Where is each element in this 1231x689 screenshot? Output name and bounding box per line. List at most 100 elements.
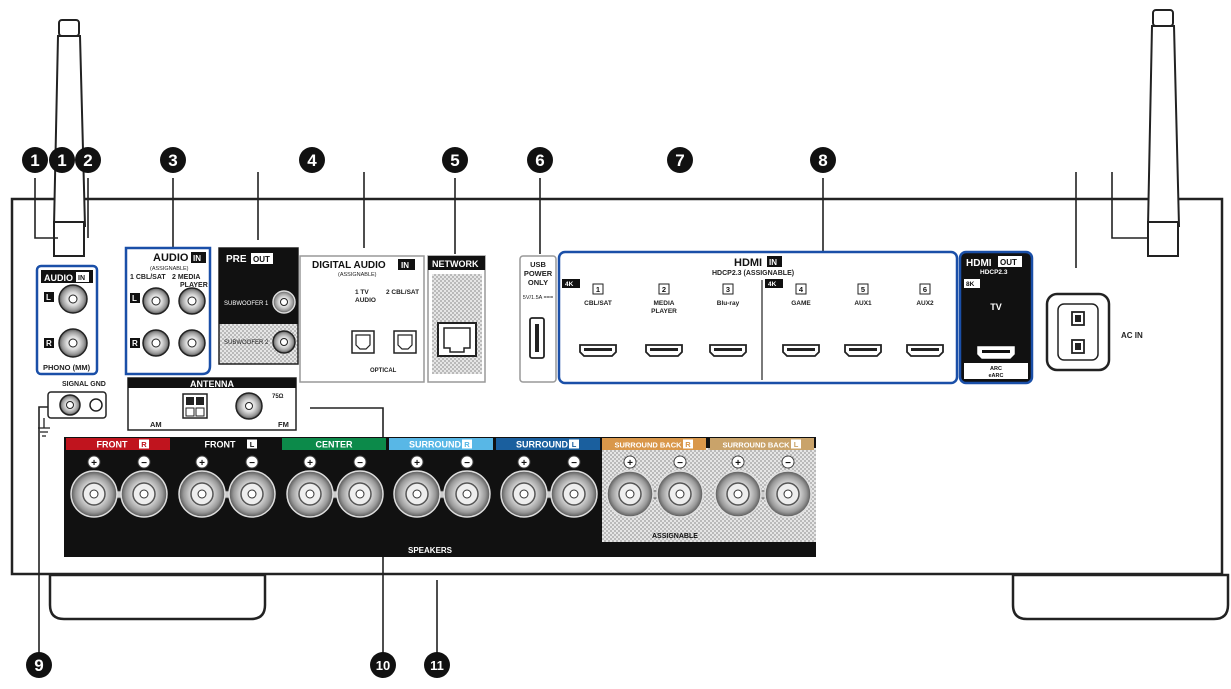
hdmi-out-port <box>977 346 1015 359</box>
speaker-side: R <box>464 440 470 449</box>
svg-text:(ASSIGNABLE): (ASSIGNABLE) <box>338 272 377 278</box>
callout-9: 9 <box>26 652 52 678</box>
svg-text:4: 4 <box>307 151 317 170</box>
assignable-label: ASSIGNABLE <box>652 533 698 540</box>
svg-text:5V/1.5A ===: 5V/1.5A === <box>523 295 553 301</box>
hdmi-in-number-box <box>795 283 807 295</box>
hdmi-in-number: 6 <box>923 285 927 294</box>
svg-text:2: 2 <box>83 151 92 170</box>
optical-port-1 <box>351 330 375 354</box>
svg-text:2 CBL/SAT: 2 CBL/SAT <box>386 289 419 296</box>
usb-section: USB POWER ONLY 5V/1.5A === <box>519 255 557 383</box>
callout-7: 7 <box>667 147 693 173</box>
hdmi-in-number: 2 <box>662 285 666 294</box>
polarity-plus-badge <box>410 455 424 469</box>
hdmi-in-name: CBL/SAT <box>584 300 612 307</box>
binding-post-hole <box>519 489 529 499</box>
binding-post-hole <box>139 489 149 499</box>
leader-lines <box>34 172 1148 653</box>
polarity-plus: + <box>627 458 633 469</box>
hdmi-in-number: 1 <box>596 285 600 294</box>
hdmi-input-section: HDMI IN HDCP2.3 (ASSIGNABLE) 4K 4K 1CBL/… <box>557 250 959 385</box>
svg-text:11: 11 <box>430 658 444 673</box>
svg-text:HDMI: HDMI <box>966 258 992 269</box>
usb-port <box>529 317 545 359</box>
speaker-name: SURROUND BACK <box>614 441 682 450</box>
hdmi-in-name: MEDIA <box>654 300 675 307</box>
speaker-name: SURROUND <box>516 440 569 450</box>
polarity-plus-badge <box>731 455 745 469</box>
callout-5: 5 <box>442 147 468 173</box>
callout-11: 11 <box>424 652 450 678</box>
speaker-header-bar <box>710 438 814 450</box>
speaker-name: SURROUND <box>409 440 462 450</box>
svg-text:IN: IN <box>769 258 777 267</box>
polarity-plus: + <box>735 458 741 469</box>
hdmi-in-name: Blu-ray <box>717 300 740 307</box>
hdmi-connector-pins <box>714 348 742 351</box>
speaker-side-box <box>683 439 693 449</box>
svg-text:4K: 4K <box>565 281 574 288</box>
svg-text:IN: IN <box>78 275 85 282</box>
hdmi-in-number: 5 <box>861 285 865 294</box>
binding-post-hole <box>197 489 207 499</box>
svg-text:9: 9 <box>34 656 43 675</box>
binding-post-hole <box>625 489 635 499</box>
svg-text:6: 6 <box>535 151 544 170</box>
hdmi-in-number-box <box>919 283 931 295</box>
callout-2: 2 <box>75 147 101 173</box>
svg-text:AUDIO: AUDIO <box>355 297 376 304</box>
binding-post-hole <box>305 489 315 499</box>
binding-post-hole <box>675 489 685 499</box>
speaker-side-box <box>247 439 257 449</box>
polarity-minus: − <box>464 458 470 469</box>
hdmi-in-number: 4 <box>799 285 804 294</box>
hdmi-in-number-box <box>857 283 869 295</box>
callout-6: 6 <box>527 147 553 173</box>
polarity-minus: − <box>249 458 255 469</box>
svg-text:1 CBL/SAT: 1 CBL/SAT <box>130 274 166 281</box>
svg-text:NETWORK: NETWORK <box>432 259 479 269</box>
hdmi-output-section: HDMI OUT HDCP2.3 8K TV ARC eARC <box>958 250 1034 385</box>
polarity-plus: + <box>307 458 313 469</box>
svg-text:OPTICAL: OPTICAL <box>370 368 397 374</box>
polarity-minus: − <box>357 458 363 469</box>
svg-text:HDCP2.3: HDCP2.3 <box>980 269 1008 276</box>
polarity-minus-badge <box>673 455 687 469</box>
hdmi-in-number-box <box>592 283 604 295</box>
speaker-side: L <box>572 440 577 449</box>
svg-text:TV: TV <box>990 302 1002 312</box>
hdmi-connector-pins <box>911 348 939 351</box>
polarity-minus: − <box>785 458 791 469</box>
speaker-group-center: CENTER+− <box>282 438 386 518</box>
left-foot <box>48 573 267 621</box>
hdmi-connector-pins <box>584 348 612 351</box>
svg-text:5: 5 <box>450 151 459 170</box>
polarity-minus: − <box>571 458 577 469</box>
hdmi-in-name: AUX2 <box>916 300 934 307</box>
speaker-side-box <box>139 439 149 449</box>
left-wireless-antenna <box>52 19 87 257</box>
callout-8: 8 <box>810 147 836 173</box>
polarity-minus-badge <box>137 455 151 469</box>
polarity-plus-badge <box>623 455 637 469</box>
svg-text:FM: FM <box>278 420 289 429</box>
svg-text:L: L <box>132 294 137 303</box>
speakers-label: SPEAKERS <box>408 546 453 555</box>
svg-text:USB: USB <box>530 260 546 269</box>
polarity-minus: − <box>677 458 683 469</box>
callout-1a: 1 <box>22 147 48 173</box>
svg-text:eARC: eARC <box>989 373 1004 379</box>
binding-post-hole <box>733 489 743 499</box>
antenna-section: ANTENNA AM 75Ω FM <box>127 377 297 431</box>
audio-input-section: AUDIO IN (ASSIGNABLE) 1 CBL/SAT 2 MEDIA … <box>124 246 212 376</box>
binding-post-hole <box>569 489 579 499</box>
pre-out-section: PRE OUT SUBWOOFER 1 SUBWOOFER 2 <box>218 247 299 365</box>
